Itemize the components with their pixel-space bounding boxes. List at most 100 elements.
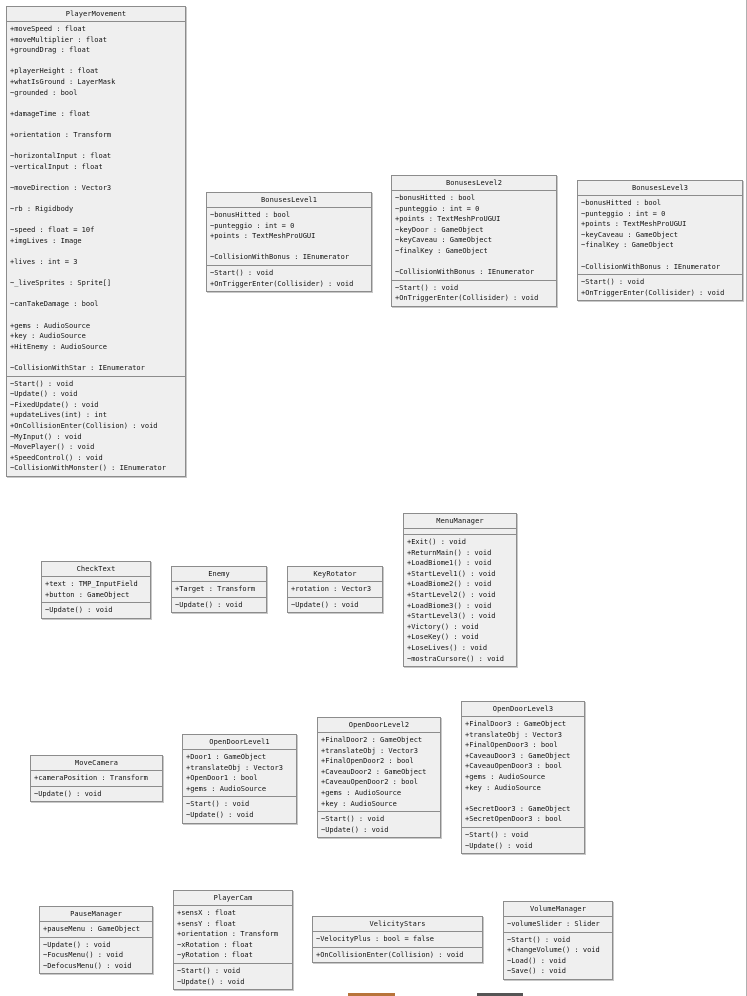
blank-line bbox=[10, 352, 182, 363]
class-box-move-camera[interactable]: MoveCamera+cameraPosition : Transform~Up… bbox=[30, 755, 163, 803]
class-member: +points : TextMeshProUGUI bbox=[210, 232, 316, 241]
class-member: +Exit() : void bbox=[407, 538, 467, 546]
class-box-bonuses-level3[interactable]: BonusesLevel3~bonusHitted : bool~puntegg… bbox=[577, 180, 743, 302]
class-member: +gems : AudioSource bbox=[186, 784, 267, 793]
class-member: +HitEnemy : AudioSource bbox=[10, 342, 107, 351]
attributes-section: ~bonusHitted : bool~punteggio : int = 0+… bbox=[207, 208, 371, 266]
class-member: ~Start() : void bbox=[507, 935, 571, 944]
attributes-section: ~bonusHitted : bool~punteggio : int = 0+… bbox=[392, 191, 556, 281]
class-member: +Victory() : void bbox=[407, 622, 479, 631]
class-member: +FinalOpenDoor3 : bool bbox=[465, 741, 558, 750]
class-member: ~bonusHitted : bool bbox=[210, 211, 291, 219]
class-box-key-rotator[interactable]: KeyRotator+rotation : Vector3~Update() :… bbox=[287, 566, 383, 614]
methods-section: ~Start() : void+OnTriggerEnter(Colliside… bbox=[578, 275, 742, 300]
class-member: +OnTriggerEnter(Collisider) : void bbox=[210, 279, 354, 288]
attributes-section: +sensX : float+sensY : float+orientation… bbox=[174, 906, 292, 964]
class-member: +orientation : Transform bbox=[10, 130, 112, 139]
class-name: OpenDoorLevel2 bbox=[318, 718, 440, 733]
class-member: +ReturnMain() : void bbox=[407, 548, 492, 557]
class-member: +CaveauOpenDoor3 : bool bbox=[465, 762, 562, 771]
class-box-menu-manager[interactable]: MenuManager+Exit() : void+ReturnMain() :… bbox=[403, 513, 517, 668]
attributes-section: +pauseMenu : GameObject bbox=[40, 922, 152, 938]
class-member: ~_liveSprites : Sprite[] bbox=[10, 279, 112, 288]
blank-line bbox=[395, 257, 553, 268]
class-member: +LoseKey() : void bbox=[407, 633, 479, 642]
class-member: +LoadBiome3() : void bbox=[407, 601, 492, 610]
class-box-player-movement[interactable]: PlayerMovement+moveSpeed : float+moveMul… bbox=[6, 6, 186, 477]
class-member: +SpeedControl() : void bbox=[10, 453, 103, 462]
class-member: +ChangeVolume() : void bbox=[507, 946, 600, 955]
class-member: ~Update() : void bbox=[175, 600, 243, 609]
class-box-bonuses-level1[interactable]: BonusesLevel1~bonusHitted : bool~puntegg… bbox=[206, 192, 372, 293]
methods-section: ~Start() : void~Update() : void bbox=[318, 812, 440, 837]
class-member: +SecretDoor3 : GameObject bbox=[465, 804, 571, 813]
class-name: VelicityStars bbox=[313, 917, 482, 932]
methods-section: ~Update() : void bbox=[42, 603, 150, 618]
methods-section: ~Update() : void~FocusMenu() : void~Defo… bbox=[40, 938, 152, 974]
class-box-open-door-level2[interactable]: OpenDoorLevel2+FinalDoor2 : GameObject+t… bbox=[317, 717, 441, 839]
class-member: +translateObj : Vector3 bbox=[465, 730, 562, 739]
class-member: +CaveauDoor2 : GameObject bbox=[321, 767, 427, 776]
blank-line bbox=[465, 793, 581, 804]
methods-section: ~Start() : void~Update() : void bbox=[174, 964, 292, 989]
class-member: ~Update() : void bbox=[465, 841, 533, 850]
class-member: ~yRotation : float bbox=[177, 951, 253, 960]
class-member: ~finalKey : GameObject bbox=[395, 246, 488, 255]
class-member: +gems : AudioSource bbox=[321, 788, 402, 797]
class-member: +orientation : Transform bbox=[177, 930, 279, 939]
bottom-strip-orange bbox=[348, 993, 395, 996]
class-member: +Target : Transform bbox=[175, 585, 256, 593]
class-box-enemy[interactable]: Enemy+Target : Transform~Update() : void bbox=[171, 566, 267, 614]
class-box-open-door-level3[interactable]: OpenDoorLevel3+FinalDoor3 : GameObject+t… bbox=[461, 701, 585, 855]
class-member: +CaveauOpenDoor2 : bool bbox=[321, 778, 418, 787]
class-name: BonusesLevel2 bbox=[392, 176, 556, 191]
blank-line bbox=[10, 268, 182, 279]
class-member: +updateLives(int) : int bbox=[10, 411, 107, 420]
class-member: ~CollisionWithStar : IEnumerator bbox=[10, 364, 145, 372]
methods-section: ~Start() : void+OnTriggerEnter(Colliside… bbox=[207, 266, 371, 291]
class-member: ~Start() : void bbox=[465, 830, 529, 839]
class-member: ~Start() : void bbox=[186, 800, 250, 809]
class-member: +OnTriggerEnter(Collisider) : void bbox=[395, 294, 539, 303]
class-member: +rotation : Vector3 bbox=[291, 585, 372, 593]
methods-section: +OnCollisionEnter(Collision) : void bbox=[313, 948, 482, 963]
class-name: MoveCamera bbox=[31, 756, 162, 771]
class-box-player-cam[interactable]: PlayerCam+sensX : float+sensY : float+or… bbox=[173, 890, 293, 991]
class-member: ~CollisionWithBonus : IEnumerator bbox=[581, 262, 721, 271]
class-member: ~verticalInput : float bbox=[10, 162, 103, 171]
class-member: ~keyDoor : GameObject bbox=[395, 225, 484, 234]
class-member: +lives : int = 3 bbox=[10, 258, 78, 267]
blank-line bbox=[210, 242, 368, 253]
attributes-section: +moveSpeed : float+moveMultiplier : floa… bbox=[7, 22, 185, 377]
class-member: ~CollisionWithBonus : IEnumerator bbox=[395, 268, 535, 277]
class-member: ~grounded : bool bbox=[10, 88, 78, 97]
class-box-velicity-stars[interactable]: VelicityStars ~VelocityPlus : bool = fals… bbox=[312, 916, 483, 964]
class-box-bonuses-level2[interactable]: BonusesLevel2~bonusHitted : bool~puntegg… bbox=[391, 175, 557, 307]
blank-line bbox=[10, 194, 182, 205]
class-member: ~DefocusMenu() : void bbox=[43, 961, 132, 970]
class-member: +SecretOpenDoor3 : bool bbox=[465, 815, 562, 824]
class-member: +LoseLives() : void bbox=[407, 643, 488, 652]
class-box-volume-manager[interactable]: VolumeManager~volumeSlider : Slider~Star… bbox=[503, 901, 613, 980]
blank-line bbox=[10, 141, 182, 152]
class-member: ~Update() : void bbox=[43, 940, 111, 949]
class-member: ~horizontalInput : float bbox=[10, 152, 112, 161]
class-box-open-door-level1[interactable]: OpenDoorLevel1+Door1 : GameObject+transl… bbox=[182, 734, 297, 824]
blank-line bbox=[10, 98, 182, 109]
methods-section: +Exit() : void +ReturnMain() : void +LoadB… bbox=[404, 535, 516, 666]
attributes-section: ~bonusHitted : bool~punteggio : int = 0+… bbox=[578, 196, 742, 276]
class-member: +OnTriggerEnter(Collisider) : void bbox=[581, 288, 725, 297]
class-box-check-text[interactable]: CheckText+text : TMP_InputField+button :… bbox=[41, 561, 151, 619]
class-member: +StartLevel3() : void bbox=[407, 612, 496, 621]
blank-line bbox=[10, 289, 182, 300]
methods-section: ~Start() : void+ChangeVolume() : void~Lo… bbox=[504, 933, 612, 979]
class-member: +sensY : float bbox=[177, 919, 237, 928]
class-member: ~keyCaveau : GameObject bbox=[581, 230, 678, 239]
class-member: +gems : AudioSource bbox=[10, 321, 91, 330]
class-member: ~VelocityPlus : bool = false bbox=[316, 935, 435, 943]
class-member: +FinalDoor2 : GameObject bbox=[321, 736, 423, 744]
class-box-pause-manager[interactable]: PauseManager+pauseMenu : GameObject~Upda… bbox=[39, 906, 153, 975]
class-member: +groundDrag : float bbox=[10, 46, 91, 55]
class-member: +OnCollisionEnter(Collision) : void bbox=[10, 421, 158, 430]
class-member: +OnCollisionEnter(Collision) : void bbox=[316, 950, 464, 959]
